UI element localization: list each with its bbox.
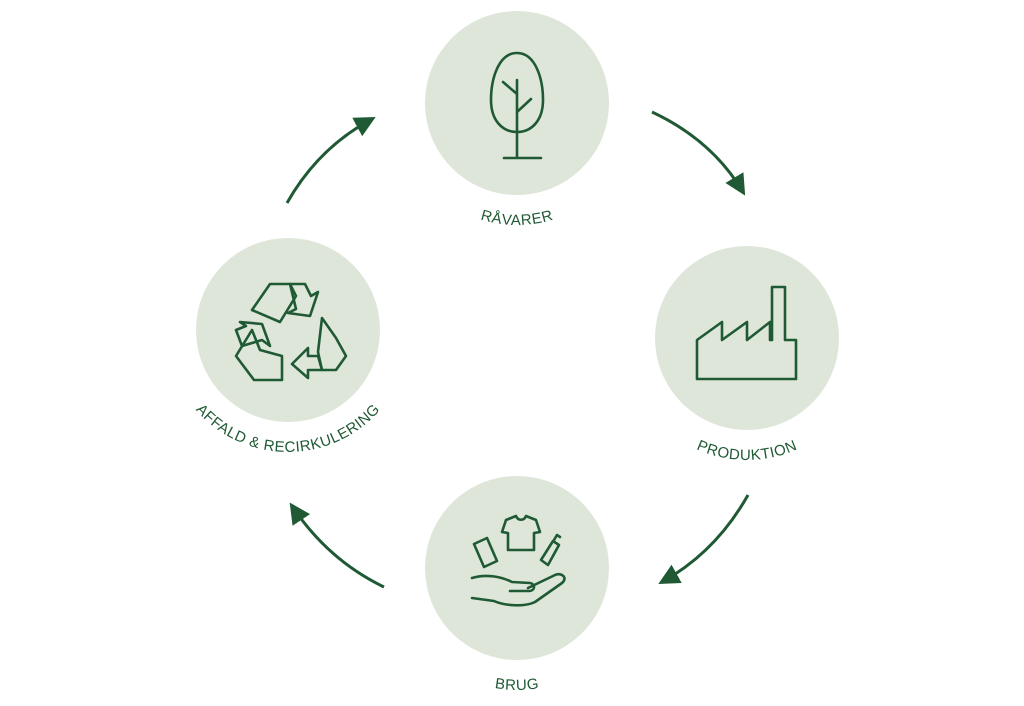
stage-label: RÅVARER [479,207,555,229]
stage-raw-materials: RÅVARER [425,11,609,229]
stage-label: BRUG [494,675,540,694]
hand-with-products-icon [470,514,566,607]
factory-icon [695,285,798,381]
stage-waste-recycling: AFFALD & RECIRKULERING [193,238,383,456]
stage-production: PRODUKTION [655,246,839,464]
arrow-use-to-recycle [289,502,385,589]
recycle-icon [234,282,348,382]
stage-circle [425,476,609,660]
stage-label: PRODUKTION [695,437,800,464]
stage-use: BRUG [425,476,609,694]
arrow-raw-to-production [651,110,746,196]
tree-icon [489,51,545,160]
arrow-production-to-use [658,494,750,585]
stage-circle [196,238,380,422]
arrow-recycle-to-raw [285,117,376,204]
